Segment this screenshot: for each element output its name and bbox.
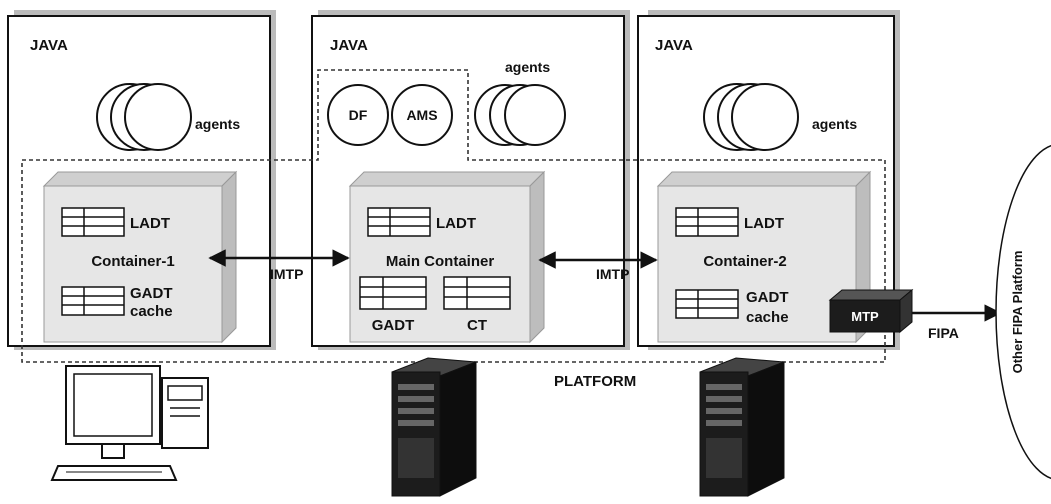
ct-label: CT (467, 317, 487, 334)
agents-label: agents (195, 116, 240, 132)
main-container-name: Main Container (386, 253, 495, 270)
table-icon (62, 287, 124, 315)
gadt-cache-label: GADT (130, 285, 173, 302)
agents-label: agents (812, 116, 857, 132)
platform-label: PLATFORM (554, 373, 636, 390)
table-icon (360, 277, 426, 309)
table-icon (676, 208, 738, 236)
container-2-name: Container-2 (703, 253, 786, 270)
jvm-label: JAVA (30, 37, 68, 54)
gadt-label: GADT (372, 317, 415, 334)
ladt-label: LADT (744, 215, 784, 232)
agents-group-2 (475, 85, 565, 145)
server-tower-icon (700, 358, 784, 496)
jvm-label: JAVA (330, 37, 368, 54)
gadt-cache-label: cache (130, 303, 173, 320)
ladt-label: LADT (130, 215, 170, 232)
mtp-label: MTP (851, 309, 879, 324)
agents-group-3 (704, 84, 798, 150)
df-agent: DF (328, 85, 388, 145)
ams-agent: AMS (392, 85, 452, 145)
imtp-label: IMTP (596, 266, 629, 282)
jvm-label: JAVA (655, 37, 693, 54)
agents-label: agents (505, 59, 550, 75)
table-icon (444, 277, 510, 309)
table-icon (62, 208, 124, 236)
container-1-name: Container-1 (91, 253, 174, 270)
other-fipa-platform: Other FIPA Platform (996, 144, 1051, 480)
imtp-label: IMTP (270, 266, 303, 282)
ams-label: AMS (406, 107, 437, 123)
desktop-computer-icon (52, 366, 208, 480)
server-tower-icon (392, 358, 476, 496)
table-icon (676, 290, 738, 318)
df-label: DF (349, 107, 368, 123)
ladt-label: LADT (436, 215, 476, 232)
agents-group-1 (97, 84, 191, 150)
gadt-cache-label: cache (746, 309, 789, 326)
table-icon (368, 208, 430, 236)
gadt-cache-label: GADT (746, 289, 789, 306)
other-platform-label: Other FIPA Platform (1010, 251, 1025, 374)
fipa-label: FIPA (928, 325, 959, 341)
mtp-module: MTP (830, 290, 912, 332)
